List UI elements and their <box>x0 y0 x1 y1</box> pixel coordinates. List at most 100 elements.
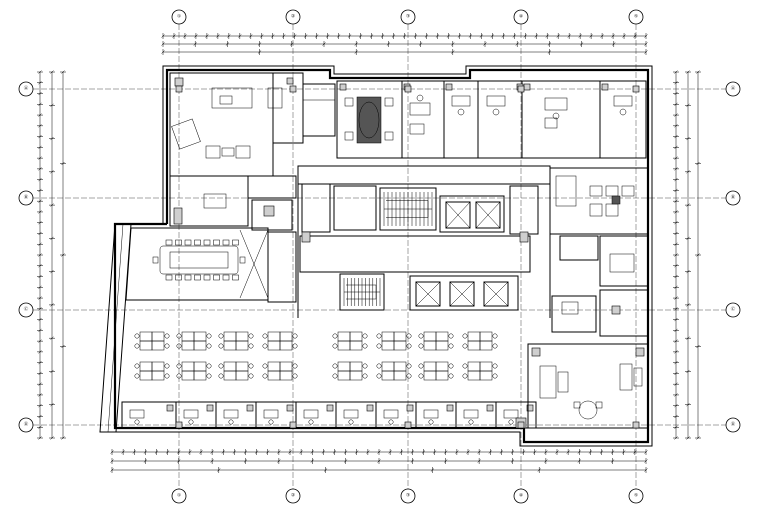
workstation-desk <box>393 370 407 381</box>
office-cabinet <box>486 404 494 412</box>
workstation-desk <box>139 340 153 351</box>
workstation-chair <box>376 333 382 339</box>
workstation-desk <box>479 370 493 381</box>
axis-bubbles-bottom: ① ② ③ ④ ⑤ <box>171 488 644 504</box>
workstation-desk <box>235 370 249 381</box>
office-desk <box>503 409 519 419</box>
workstation-chair <box>362 343 368 349</box>
axis-label-bottom-5: ⑤ <box>634 493 638 499</box>
workstation-chair <box>248 363 254 369</box>
workstation-chair <box>218 373 224 379</box>
workstation-chair <box>462 363 468 369</box>
office-desk <box>423 409 439 419</box>
rooms-left-of-core <box>169 175 297 231</box>
axis-label-right-d: Ⓓ <box>731 421 736 428</box>
workstation-chair <box>492 343 498 349</box>
workstation-chair <box>262 343 268 349</box>
office-chair <box>134 419 140 425</box>
boardroom <box>125 227 297 303</box>
workstation-chair <box>406 363 412 369</box>
workstation-chair <box>176 343 182 349</box>
workstation-desk <box>181 340 195 351</box>
workstation-chair <box>362 373 368 379</box>
axis-label-left-c: Ⓒ <box>24 306 29 313</box>
workstation-chair <box>134 363 140 369</box>
workstation-desk <box>337 370 351 381</box>
office-chair <box>468 419 474 425</box>
workstation-desk <box>349 340 363 351</box>
workstation-desk <box>267 340 281 351</box>
office-chair <box>268 419 274 425</box>
workstation-desk <box>267 331 281 342</box>
workstation-chair <box>206 343 212 349</box>
office-cabinet <box>326 404 334 412</box>
workstation-chair <box>376 373 382 379</box>
workstation-desk <box>139 370 153 381</box>
core-and-corridor <box>297 165 551 318</box>
office-cabinet <box>406 404 414 412</box>
workstation-desk <box>393 361 407 372</box>
office-chair <box>308 419 314 425</box>
workstation-desk <box>381 370 395 381</box>
boardroom-chair <box>184 274 192 281</box>
workstation-chair <box>206 373 212 379</box>
axis-label-right-c: Ⓒ <box>731 306 736 313</box>
workstation-chair <box>418 333 424 339</box>
workstation-chair <box>406 343 412 349</box>
executive-office <box>169 72 283 177</box>
open-office-workstations <box>134 331 498 381</box>
boardroom-chair <box>203 239 211 246</box>
office-cabinet <box>526 404 534 412</box>
office-chair <box>228 419 234 425</box>
workstation-chair <box>448 373 454 379</box>
workstation-desk <box>349 370 363 381</box>
workstation-desk <box>193 340 207 351</box>
workstation-desk <box>467 361 481 372</box>
workstation-desk <box>337 331 351 342</box>
workstation-chair <box>376 343 382 349</box>
stair-direction-arrow <box>346 284 377 300</box>
workstation-chair <box>176 363 182 369</box>
workstation-chair <box>492 333 498 339</box>
workstation-chair <box>292 333 298 339</box>
workstation-chair <box>164 373 170 379</box>
office-cabinet <box>206 404 214 412</box>
workstation-chair <box>448 343 454 349</box>
structural-columns <box>175 85 640 429</box>
workstation-desk <box>393 340 407 351</box>
office-cabinet <box>286 404 294 412</box>
workstation-chair <box>406 333 412 339</box>
boardroom-chair <box>152 256 159 264</box>
workstation-chair <box>218 363 224 369</box>
workstation-chair <box>248 333 254 339</box>
workstation-chair <box>218 343 224 349</box>
workstation-chair <box>262 373 268 379</box>
workstation-desk <box>349 361 363 372</box>
workstation-desk <box>193 331 207 342</box>
office-desk <box>343 409 359 419</box>
workstation-desk <box>349 331 363 342</box>
office-chair <box>188 419 194 425</box>
workstation-chair <box>362 333 368 339</box>
workstation-desk <box>151 361 165 372</box>
boardroom-chair <box>203 274 211 281</box>
boardroom-chair <box>175 239 182 246</box>
workstation-desk <box>139 361 153 372</box>
boardroom-chair <box>194 239 201 246</box>
building-outline <box>99 65 653 447</box>
workstation-chair <box>218 333 224 339</box>
office-cabinet <box>246 404 254 412</box>
workstation-desk <box>467 370 481 381</box>
grid-axis-lines <box>33 24 726 490</box>
workstation-desk <box>181 331 195 342</box>
axis-label-top-3: ③ <box>406 14 410 20</box>
office-cabinet <box>446 404 454 412</box>
workstation-chair <box>332 363 338 369</box>
workstation-desk <box>279 370 293 381</box>
workstation-chair <box>332 333 338 339</box>
office-cabinet <box>166 404 174 412</box>
workstation-chair <box>164 343 170 349</box>
axis-label-bottom-3: ③ <box>406 493 410 499</box>
workstation-desk <box>435 370 449 381</box>
